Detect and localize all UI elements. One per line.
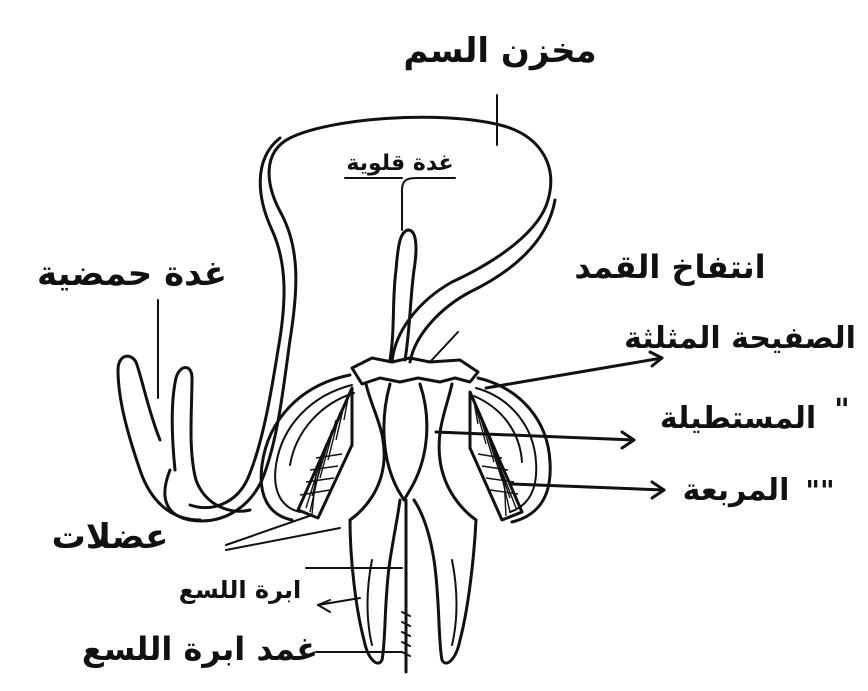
sting-sheath-left	[350, 500, 400, 663]
sting-base-leader	[430, 332, 458, 362]
label-ditto-1: "	[834, 393, 850, 428]
alkaline-gland-leader-line	[402, 178, 455, 230]
label-oblong-plate: المستطيلة	[660, 401, 816, 436]
sting-base-outline	[352, 358, 478, 384]
acid-gland-tube-branch	[172, 368, 250, 512]
label-sting-bulb: انتفاخ القمد	[574, 248, 765, 286]
label-sting-lancet: ابرة اللسع	[179, 576, 302, 604]
label-acid-gland: غدة حمضية	[37, 254, 227, 294]
left-plate-arc	[261, 375, 350, 520]
sting-sheath-inner-right	[452, 560, 457, 645]
sting-sheath-right	[414, 500, 476, 663]
left-oblong-plate	[350, 384, 384, 520]
sting-bulb	[384, 384, 427, 500]
label-venom-reservoir: مخزن السم	[403, 31, 596, 71]
label-muscles: عضلات	[52, 517, 169, 557]
label-alkaline-gland: غدة قلوية	[346, 151, 453, 176]
muscles-leader-1	[226, 515, 312, 545]
label-sting-sheath: غمد ابرة اللسع	[82, 630, 318, 668]
alkaline-gland-duct	[390, 230, 416, 360]
right-plate-arc	[478, 378, 550, 522]
oblong-plate-arrow	[436, 432, 634, 440]
label-ditto-2: ""	[805, 474, 834, 507]
label-triangular-plate: الصفيحة المثلثة	[624, 321, 856, 356]
sting-sheath-inner-left	[368, 560, 373, 645]
sting-sheath-leader-head	[318, 600, 330, 612]
label-quadrate-plate: المربعة	[683, 473, 790, 508]
triangular-plate-arrow	[486, 358, 662, 388]
right-muscle-hatching	[474, 402, 518, 516]
